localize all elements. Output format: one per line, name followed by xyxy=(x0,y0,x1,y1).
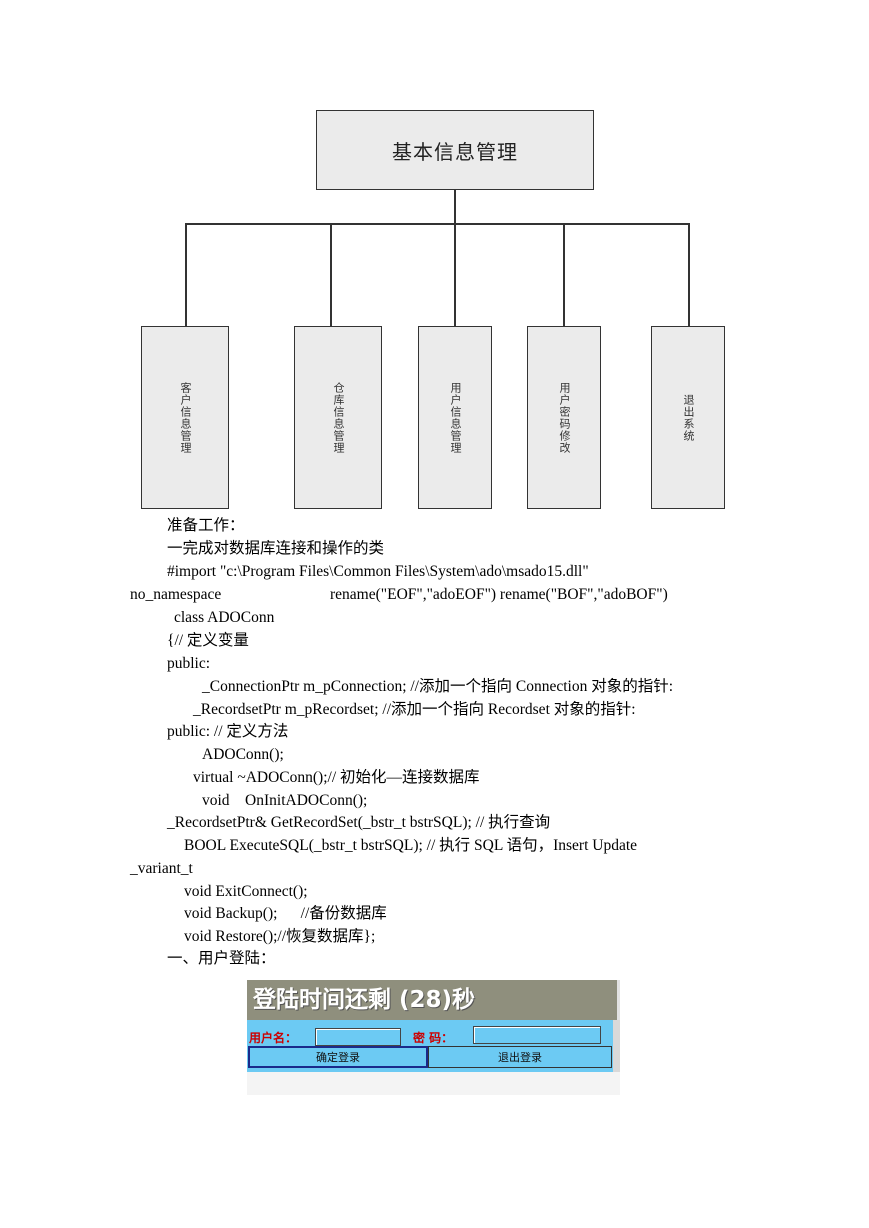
diagram-node-password: 用户密码修改 xyxy=(527,326,601,509)
diagram-node-exit: 退出系统 xyxy=(651,326,725,509)
connector-leaf-5 xyxy=(688,223,690,326)
code-line: _variant_t xyxy=(130,860,193,877)
diagram-root-label: 基本信息管理 xyxy=(392,141,518,164)
diagram-node-user: 用户信息管理 xyxy=(418,326,492,509)
text-line: 准备工作： xyxy=(167,517,245,534)
code-line: void ExitConnect(); xyxy=(184,883,308,900)
section-heading: 一、用户登陆： xyxy=(167,950,276,967)
diagram-node-label: 客户信息管理 xyxy=(179,381,191,454)
code-line: virtual ~ADOConn();// 初始化—连接数据库 xyxy=(193,769,480,786)
code-line: _ConnectionPtr m_pConnection; //添加一个指向 C… xyxy=(202,678,674,695)
diagram-node-warehouse: 仓库信息管理 xyxy=(294,326,382,509)
code-line: void Backup(); //备份数据库 xyxy=(184,905,387,922)
diagram-node-label: 用户密码修改 xyxy=(558,381,570,454)
connector-horizontal xyxy=(185,223,690,225)
diagram-node-customer: 客户信息管理 xyxy=(141,326,229,509)
code-line: ADOConn(); xyxy=(202,746,284,763)
diagram-node-label: 仓库信息管理 xyxy=(332,381,344,454)
code-line: void OnInitADOConn(); xyxy=(202,792,368,809)
code-line: void Restore();//恢复数据库}; xyxy=(184,928,376,945)
password-label: 密 码： xyxy=(413,1031,454,1045)
code-line: no_namespace xyxy=(130,586,222,603)
code-line: public: xyxy=(167,655,211,672)
confirm-login-button[interactable]: 确定登录 xyxy=(248,1046,428,1068)
connector-leaf-4 xyxy=(563,223,565,326)
code-line: _RecordsetPtr& GetRecordSet(_bstr_t bstr… xyxy=(167,814,551,831)
login-panel: 登陆时间还剩 (28)秒 用户名： 密 码： 确定登录 退出登录 xyxy=(247,980,620,1095)
code-line: {// 定义变量 xyxy=(167,632,249,649)
diagram-root-node: 基本信息管理 xyxy=(316,110,594,190)
username-input[interactable] xyxy=(315,1028,401,1046)
code-line: rename("EOF","adoEOF") rename("BOF","ado… xyxy=(330,586,668,603)
connector-root-down xyxy=(454,190,456,224)
username-label: 用户名： xyxy=(249,1031,298,1045)
connector-leaf-1 xyxy=(185,223,187,326)
code-line: _RecordsetPtr m_pRecordset; //添加一个指向 Rec… xyxy=(193,701,636,718)
connector-leaf-2 xyxy=(330,223,332,326)
diagram-node-label: 退出系统 xyxy=(682,393,694,442)
exit-login-button[interactable]: 退出登录 xyxy=(428,1046,612,1068)
code-line: public: // 定义方法 xyxy=(167,723,289,740)
diagram-node-label: 用户信息管理 xyxy=(449,381,461,454)
login-footer xyxy=(247,1072,620,1095)
login-countdown-title: 登陆时间还剩 (28)秒 xyxy=(247,980,617,1020)
connector-leaf-3 xyxy=(454,223,456,326)
code-line: BOOL ExecuteSQL(_bstr_t bstrSQL); // 执行 … xyxy=(184,837,638,854)
text-line: 一完成对数据库连接和操作的类 xyxy=(167,540,385,557)
code-line: class ADOConn xyxy=(174,609,275,626)
login-form: 用户名： 密 码： 确定登录 退出登录 xyxy=(247,1020,613,1072)
code-line: #import "c:\Program Files\Common Files\S… xyxy=(167,563,589,580)
password-input[interactable] xyxy=(473,1026,601,1044)
login-side-strip xyxy=(613,1020,620,1072)
